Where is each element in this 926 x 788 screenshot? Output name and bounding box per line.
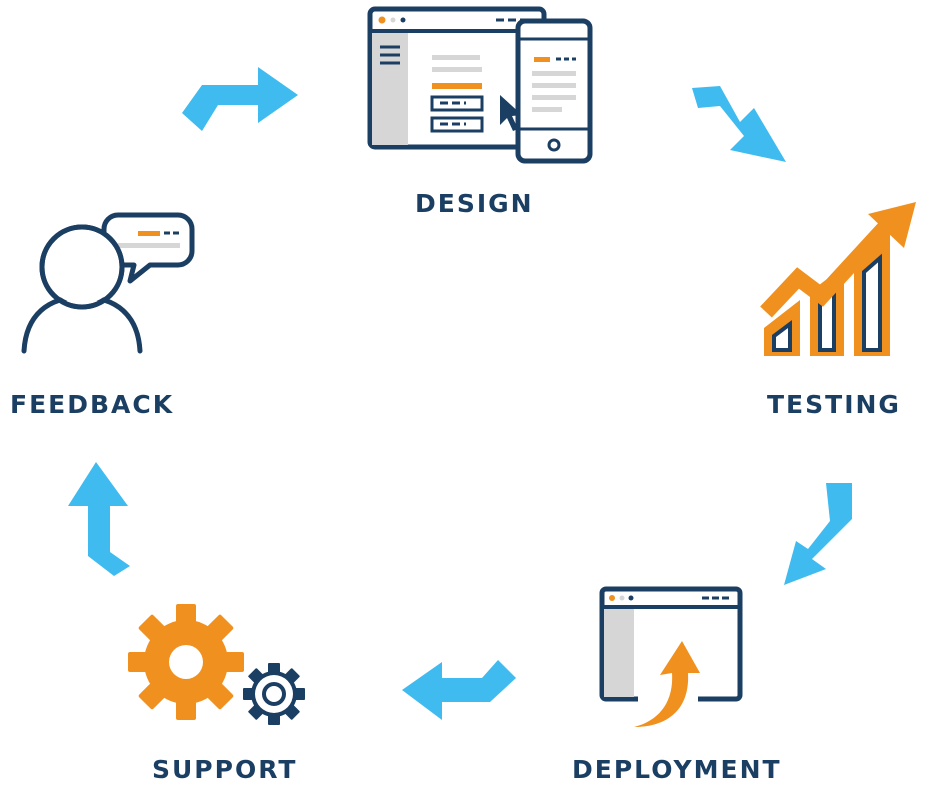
step-label-deployment: DEPLOYMENT	[572, 755, 782, 784]
step-label-feedback: FEEDBACK	[10, 390, 175, 419]
browser-and-phone-icon	[367, 6, 593, 164]
growth-chart-icon	[760, 202, 916, 356]
browser-upload-icon	[599, 586, 743, 727]
gears-icon	[128, 604, 305, 725]
arrow-design-to-testing-icon	[692, 86, 786, 162]
step-label-testing: TESTING	[767, 390, 901, 419]
arrow-testing-to-deployment-icon	[784, 483, 852, 585]
arrow-feedback-to-design-icon	[182, 67, 298, 131]
arrow-support-to-feedback-icon	[68, 462, 130, 576]
step-label-support: SUPPORT	[152, 755, 298, 784]
arrow-deployment-to-support-icon	[402, 660, 516, 720]
step-label-design: DESIGN	[415, 189, 534, 218]
user-speech-bubble-icon	[21, 212, 195, 354]
